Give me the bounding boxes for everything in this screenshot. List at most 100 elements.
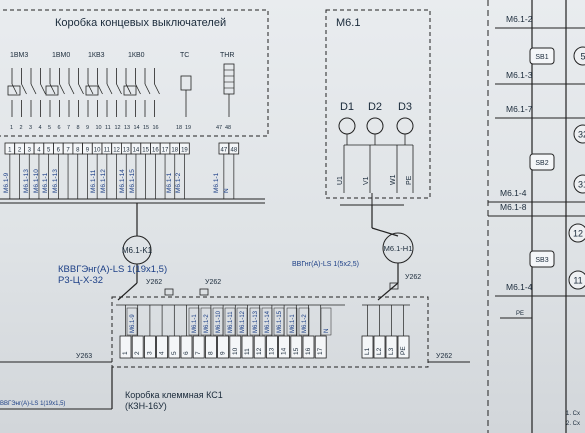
contact-blade [87, 83, 94, 95]
terminal-number: 5 [171, 351, 178, 355]
u262-label: У262 [205, 279, 221, 286]
motor-output-circle [338, 117, 356, 135]
footer-note-1: 1. Сх [566, 411, 580, 417]
terminal-number: 10 [232, 347, 239, 355]
switch-label: THR [220, 52, 234, 59]
limit-switch-box-title: Коробка концевых выключателей [55, 17, 226, 29]
wire-mark: M6.1-10 [33, 169, 40, 193]
wire-number-circle [573, 124, 585, 144]
wire-mark: M6.1-13 [253, 310, 259, 333]
phase-label: V1 [363, 176, 370, 185]
left-route-label: Р3-Ц-Х-32 [58, 275, 103, 286]
terminal-number: 9 [220, 351, 227, 355]
pushbutton-box [529, 47, 555, 65]
wire-mark-box [188, 307, 200, 336]
inner-terminal-number: 10 [96, 125, 102, 131]
terminal-number: 16 [152, 148, 159, 154]
contact-blade [59, 83, 65, 95]
wire-mark: M6.1-9 [130, 314, 136, 333]
motor-block-border [325, 9, 431, 199]
terminal-number: 8 [76, 148, 80, 154]
actuator-box [85, 85, 99, 96]
contact-blade [106, 83, 113, 95]
bus-label: M6.1-2 [506, 14, 533, 24]
wire-number: 31 [578, 180, 585, 190]
contact-blade [154, 83, 160, 95]
footer-note-2: 2. Сх [566, 421, 580, 427]
terminal-number: 6 [183, 351, 190, 355]
terminal-box-title: Коробка клеммная КС1 [125, 390, 223, 400]
terminal-number: 2 [18, 148, 22, 154]
actuator-box [123, 85, 137, 96]
connector-h1-label: M6.1-H1 [384, 244, 413, 253]
motor-block-title: M6.1 [336, 17, 360, 29]
switch-label: ТС [180, 52, 189, 59]
wire-mark: M6.1-15 [277, 310, 283, 333]
inner-terminal-number: 1 [10, 125, 13, 131]
u262-label: У262 [146, 279, 162, 286]
wire-number-circle [568, 270, 585, 290]
phase-label: PE [406, 175, 413, 185]
pushbutton-label: SB1 [535, 54, 548, 61]
contact-blade [21, 83, 27, 95]
terminal-number: 6 [57, 148, 61, 154]
terminal-number: 8 [207, 351, 214, 355]
actuator-box [45, 85, 59, 96]
wire-mark: N [223, 188, 230, 193]
right-pe-label: PE [516, 311, 524, 317]
u262-label: У262 [436, 353, 452, 360]
terminal-number: 11 [104, 148, 111, 154]
wire-mark: M6.1-15 [129, 169, 136, 193]
terminal-number: L2 [376, 347, 383, 355]
bus-label: M6.1-8 [500, 202, 527, 212]
u263-label: У263 [76, 353, 92, 360]
terminal-number: 12 [113, 148, 120, 154]
terminal-number: 5 [47, 148, 51, 154]
right-circles: 532311211 [568, 46, 585, 290]
contact-blade [49, 83, 56, 95]
terminal-number: 12 [256, 347, 263, 355]
wire-mark-box [126, 307, 138, 336]
wire-mark: M6.1-2 [302, 314, 308, 333]
terminal-number: L3 [388, 347, 395, 355]
pushbutton-box [529, 250, 555, 268]
inner-terminal-number: 15 [143, 125, 149, 131]
contact-blade [11, 83, 18, 95]
inner-terminal-number: 12 [115, 125, 121, 131]
terminal-number: 48 [231, 148, 238, 154]
wire-mark: M6.1-1 [213, 172, 220, 193]
contact-blade [30, 83, 37, 95]
wire-mark: M6.1-2 [175, 172, 182, 193]
wire-mark-box [320, 307, 332, 336]
thermal-contact [180, 75, 192, 91]
left-cable-label: КВВГЭнг(А)-LS 1(19х1,5) [58, 264, 167, 275]
bus-label: M6.1-4 [506, 282, 533, 292]
wire-mark: M6.1-14 [119, 169, 126, 193]
pushbutton-box [529, 153, 555, 171]
terminal-number: 14 [281, 347, 288, 355]
contact-blade [116, 83, 122, 95]
wire-mark: M6.1-13 [23, 169, 30, 193]
terminal-number: 9 [86, 148, 90, 154]
terminal-number: 14 [133, 148, 140, 154]
wire-number: 32 [578, 130, 585, 140]
limit-switch-box-border [0, 9, 269, 137]
terminal-number: 11 [244, 348, 251, 355]
terminal-box-border [111, 296, 429, 368]
inner-terminal-number: 14 [134, 125, 140, 131]
terminal-number: 15 [293, 347, 300, 355]
inner-terminal-number: 9 [86, 125, 89, 131]
terminal-number: 18 [171, 148, 178, 154]
wire-mark: M6.1-1 [42, 172, 49, 193]
wire-mark: M6.1-12 [100, 169, 107, 193]
